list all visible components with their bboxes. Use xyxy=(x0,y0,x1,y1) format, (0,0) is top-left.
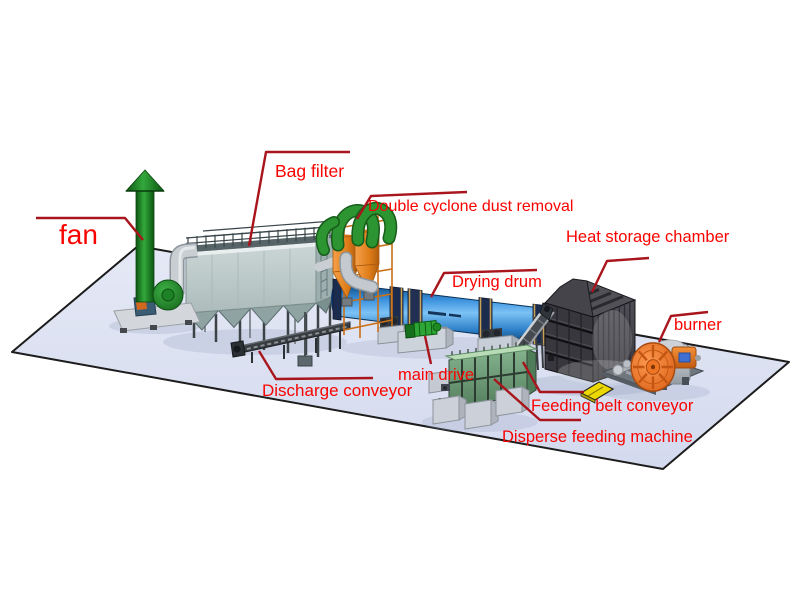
label-main-drive: main drive xyxy=(398,366,474,384)
drying-drum xyxy=(331,278,550,346)
leader-lines xyxy=(36,150,709,422)
leader-burner xyxy=(657,310,709,343)
label-heat-storage-chamber: Heat storage chamber xyxy=(566,228,730,246)
leader-double-cyclone xyxy=(355,190,468,220)
leader-heat-storage xyxy=(590,256,650,293)
exhaust-pipe xyxy=(169,242,198,294)
cyclone-pipes xyxy=(315,202,398,256)
main-drive-motor xyxy=(404,319,448,339)
label-discharge-conveyor: Discharge conveyor xyxy=(262,381,413,400)
label-feeding-belt-conveyor: Feeding belt conveyor xyxy=(531,397,694,415)
leader-drying-drum xyxy=(429,268,538,298)
leader-bag-filter xyxy=(247,150,350,247)
leader-disperse-feeding xyxy=(493,378,581,422)
leader-discharge-conveyor xyxy=(257,350,374,381)
burner-unit xyxy=(601,339,705,395)
drum-supports xyxy=(377,316,520,360)
fan-cone-cap xyxy=(125,169,165,192)
label-burner: burner xyxy=(674,316,722,334)
label-bag-filter: Bag filter xyxy=(275,161,344,181)
label-drying-drum: Drying drum xyxy=(452,273,542,291)
discharge-conveyor xyxy=(230,321,351,363)
fan-unit xyxy=(113,169,201,333)
disperse-feeding-machine xyxy=(428,341,538,430)
label-double-cyclone: Double cyclone dust removal xyxy=(368,198,573,215)
double-cyclone xyxy=(314,202,398,338)
leader-feeding-belt xyxy=(521,361,584,394)
feed-chute-yellow xyxy=(579,381,615,404)
fan-stack xyxy=(135,189,155,303)
heat-storage-chamber xyxy=(543,278,637,383)
label-fan: fan xyxy=(59,219,98,250)
label-disperse-feeding-machine: Disperse feeding machine xyxy=(502,428,693,446)
labels: fan Bag filter Double cyclone dust remov… xyxy=(59,161,730,446)
leader-main-drive xyxy=(423,335,433,365)
drum-rings xyxy=(332,278,546,346)
concrete-blocks xyxy=(431,386,531,430)
burner-disc xyxy=(630,342,676,392)
leader-fan xyxy=(36,216,144,241)
